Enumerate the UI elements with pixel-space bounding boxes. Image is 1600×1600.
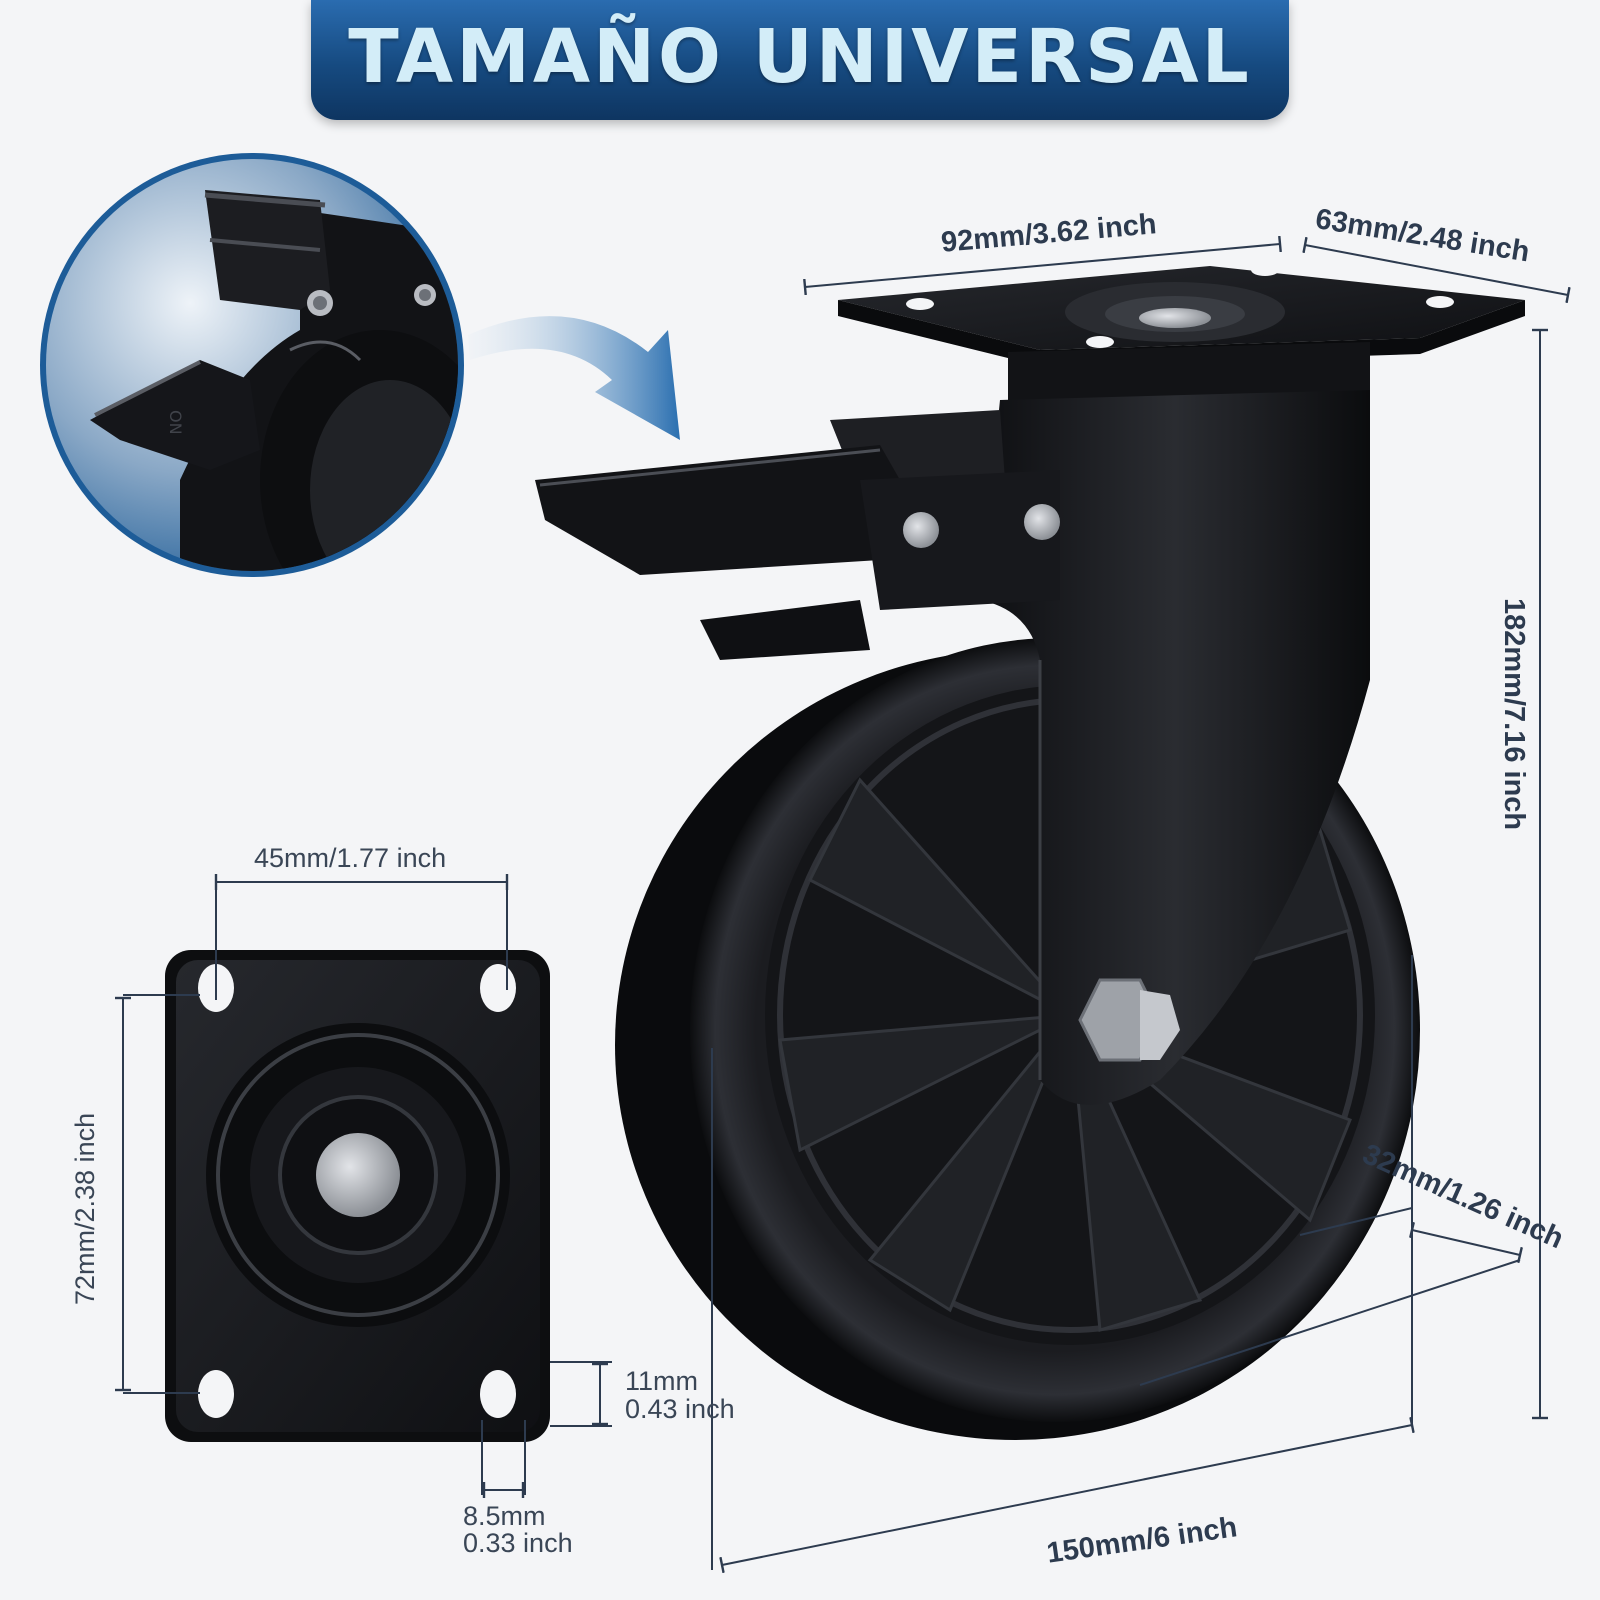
top-plate-icon <box>165 950 550 1442</box>
svg-text:ON: ON <box>166 410 185 435</box>
caster-wheel-icon <box>535 264 1525 1440</box>
dimension-lines <box>115 235 1571 1574</box>
banner-title: TAMAÑO UNIVERSAL <box>348 14 1252 100</box>
hole-width-inch-label: 0.33 inch <box>463 1528 573 1558</box>
hole-length-inch-label: 0.43 inch <box>625 1394 735 1424</box>
title-banner: TAMAÑO UNIVERSAL <box>311 0 1289 120</box>
hole-spacing-horizontal-label: 45mm/1.77 inch <box>254 843 447 873</box>
brake-detail-inset: ON <box>40 153 464 577</box>
hole-width-mm-label: 8.5mm <box>463 1501 546 1531</box>
hole-length-mm-label: 11mm <box>625 1366 699 1396</box>
hole-spacing-vertical-label: 72mm/2.38 inch <box>70 1112 100 1305</box>
total-height-label: 182mm/7.16 inch <box>1498 598 1530 831</box>
curved-arrow-icon <box>468 316 680 440</box>
